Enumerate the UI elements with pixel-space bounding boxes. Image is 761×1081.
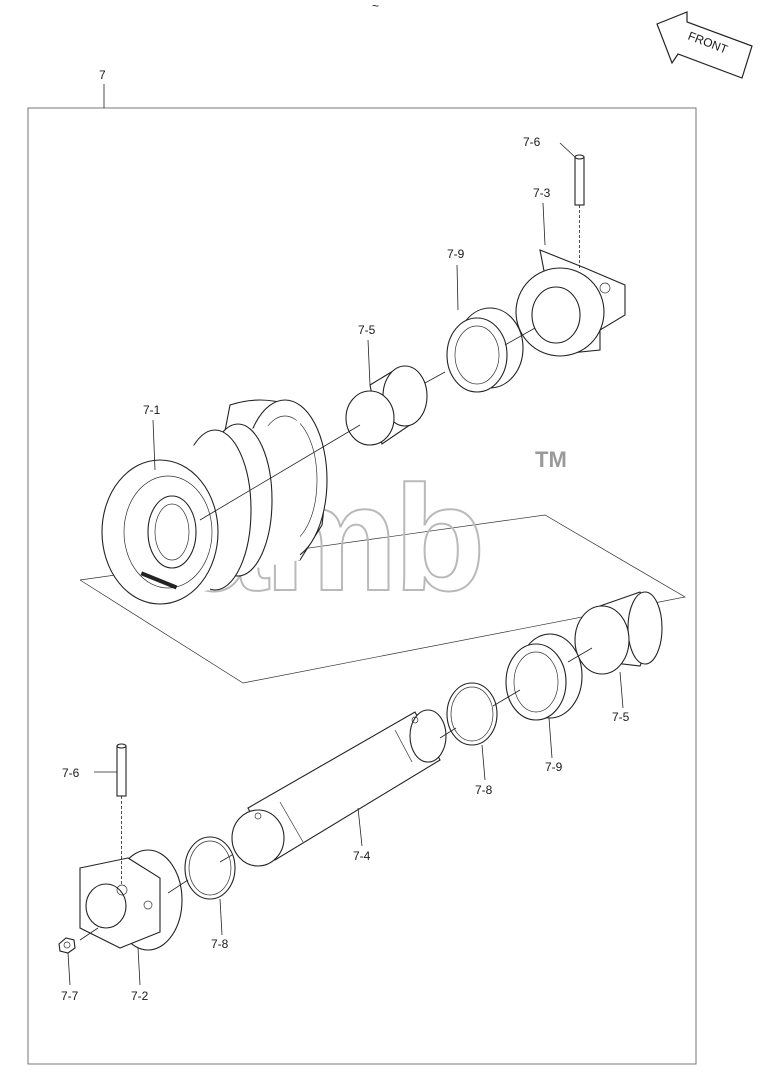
callout-7-9-upper: 7-9: [447, 247, 465, 261]
front-arrow-icon: FRONT: [656, 11, 753, 79]
callout-7-8-left: 7-8: [211, 937, 229, 951]
callout-7-4: 7-4: [353, 849, 371, 863]
right-oring: [446, 682, 498, 746]
upper-bushing: [345, 365, 428, 446]
left-oring: [184, 836, 236, 900]
page-mark: ~: [372, 0, 379, 13]
nut: [58, 937, 76, 954]
callout-7-1: 7-1: [143, 403, 161, 417]
upper-seal: [446, 307, 524, 393]
assembly-plane: [79, 514, 686, 684]
callout-7-5-upper: 7-5: [358, 323, 376, 337]
lower-collar: [79, 849, 183, 951]
leader-lines: [67, 142, 624, 986]
shaft: [231, 709, 447, 867]
callout-7-6-upper: 7-6: [523, 135, 541, 149]
upper-pin: [574, 154, 585, 268]
upper-collar: [515, 249, 626, 357]
callout-7-5-lower: 7-5: [612, 710, 630, 724]
roller-body: [101, 399, 328, 605]
lower-seal: [505, 633, 583, 721]
assembly-label: 7: [99, 68, 106, 82]
axis-lines: [79, 327, 593, 941]
watermark-mark: TM: [535, 447, 567, 472]
callout-7-2: 7-2: [131, 989, 149, 1003]
lower-bushing: [574, 591, 663, 675]
callout-7-3: 7-3: [533, 186, 551, 200]
assembly-frame: 7: [27, 68, 697, 1065]
callout-7-9-lower: 7-9: [545, 760, 563, 774]
callout-7-6-lower: 7-6: [62, 766, 80, 780]
lower-pin: [116, 743, 127, 886]
callout-7-8-right: 7-8: [475, 783, 493, 797]
callout-7-7: 7-7: [61, 989, 79, 1003]
